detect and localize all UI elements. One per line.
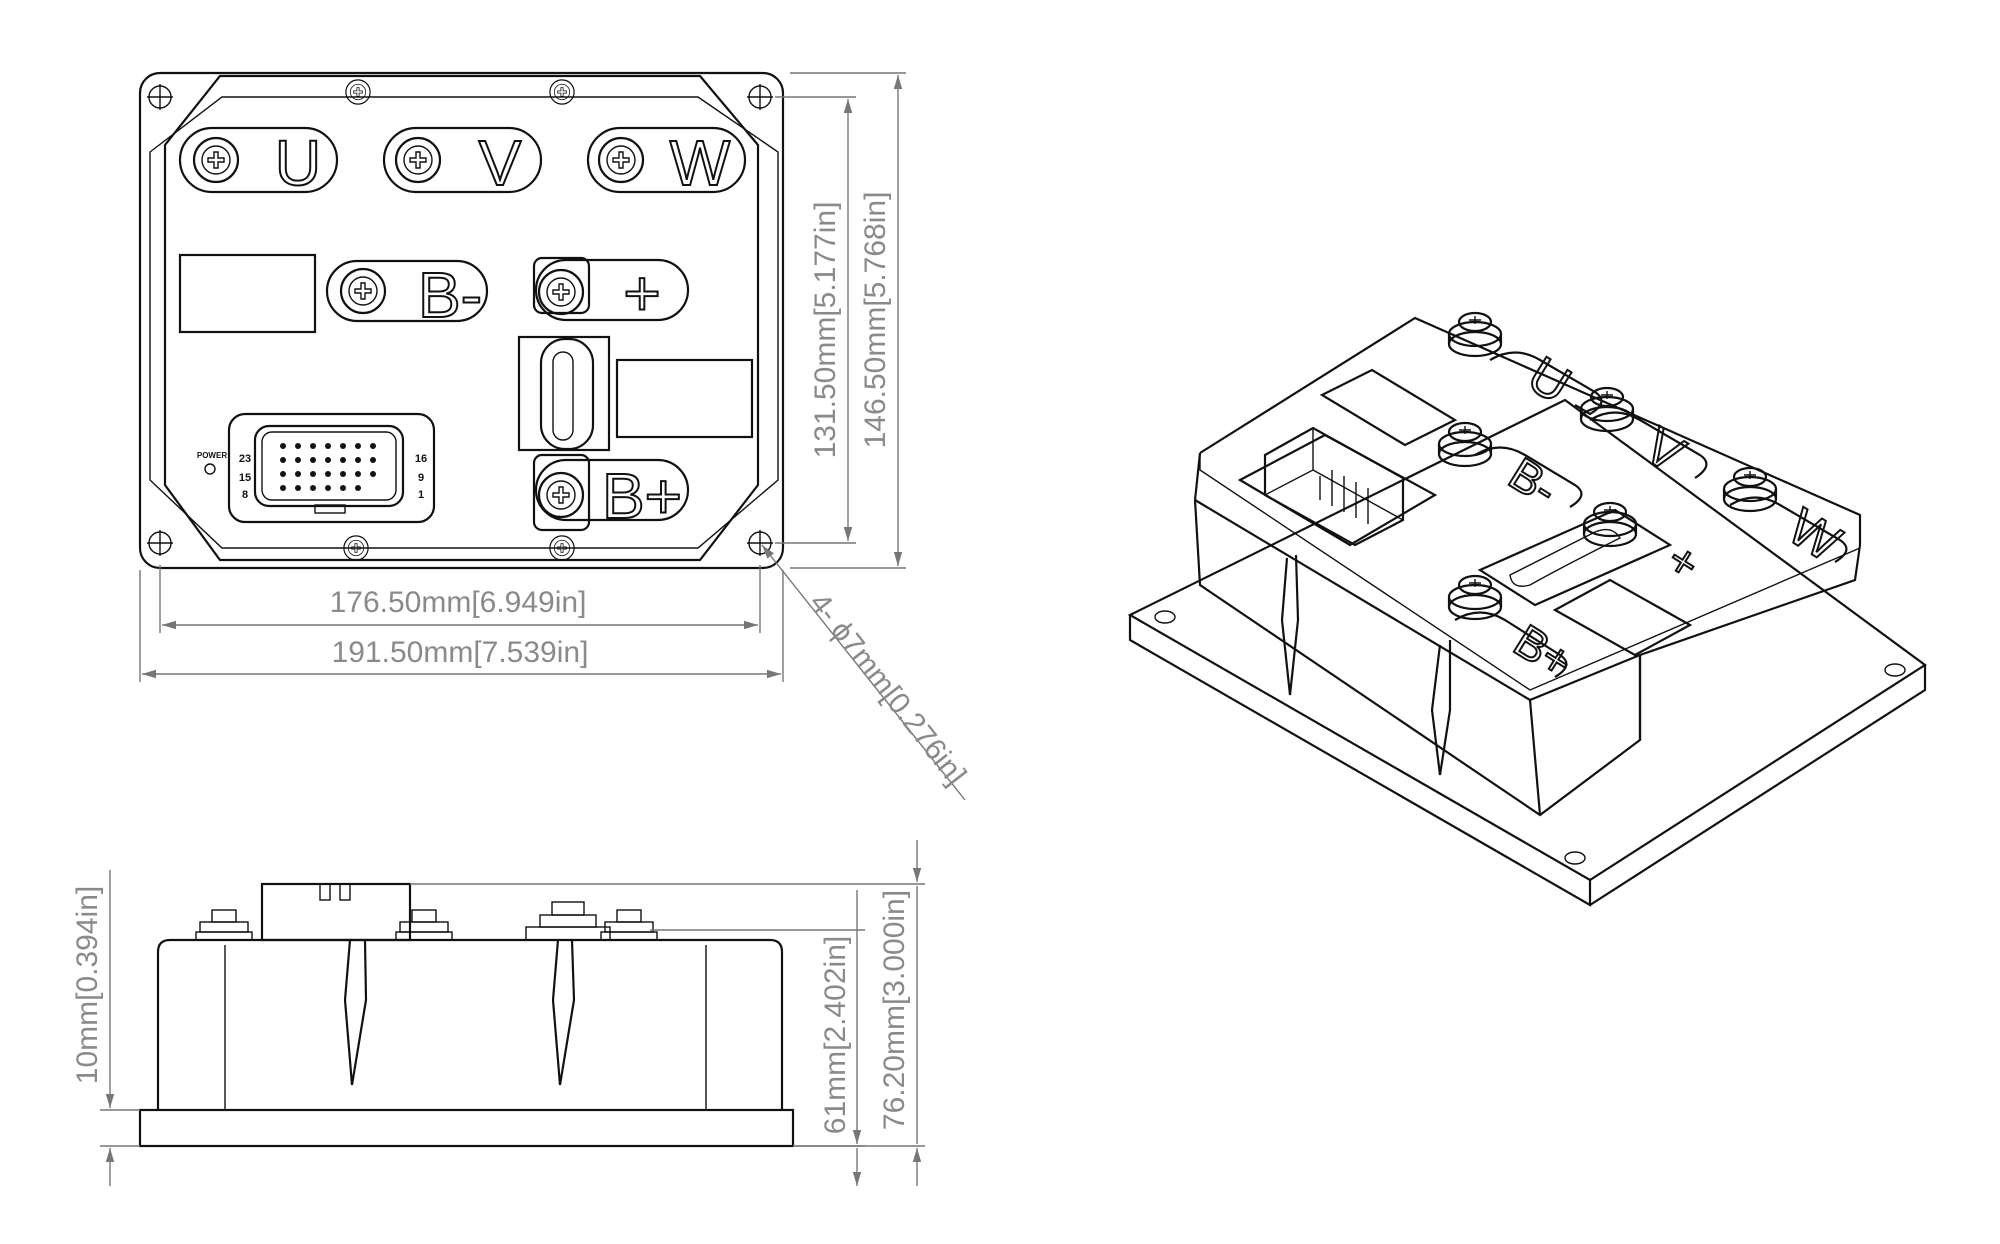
dim-outer-height: 146.50mm[5.768in] <box>859 192 892 449</box>
pin-label: 16 <box>415 453 427 465</box>
side-bolt-icon <box>195 909 253 941</box>
dim-body-height: 61mm[2.402in] <box>819 936 852 1134</box>
terminal-label-plus: + <box>623 257 660 329</box>
iso-signal-connector <box>1237 426 1438 547</box>
pin-label: 9 <box>418 472 424 484</box>
dim-total-height: 76.20mm[3.000in] <box>878 890 911 1130</box>
label-plate-right <box>615 358 754 439</box>
iso-terminal-u: U <box>1447 311 1603 416</box>
dim-inner-height: 131.50mm[5.177in] <box>809 202 842 459</box>
mount-hole-icon <box>746 529 774 557</box>
pin-label: 15 <box>239 472 251 484</box>
terminal-bolt-icon <box>1447 311 1503 358</box>
pin-label: 23 <box>239 453 251 465</box>
side-view <box>138 882 795 1148</box>
lid-screw-icon <box>549 79 575 105</box>
terminal-label-v: V <box>479 127 522 199</box>
side-view-flange <box>138 1108 795 1148</box>
dim-inner-width: 176.50mm[6.949in] <box>330 586 587 619</box>
svg-text:B-: B- <box>1500 447 1567 515</box>
terminal-screw-icon <box>192 136 240 184</box>
terminal-screw-icon <box>537 471 585 519</box>
mount-hole-icon <box>146 83 174 111</box>
side-view-dimensions: 10mm[0.394in] 61mm[2.402in] 76.20mm[3.00… <box>71 840 925 1186</box>
iso-cable-gland <box>1430 640 1452 776</box>
mount-hole-icon <box>746 83 774 111</box>
lid-screw-icon <box>345 79 371 105</box>
iso-label-plate <box>1319 368 1458 447</box>
label-plate-left <box>178 253 317 334</box>
power-led-label: POWER <box>197 451 227 460</box>
mount-hole-icon <box>146 529 174 557</box>
side-bolt-icon <box>600 909 658 941</box>
iso-body-top <box>1193 316 1862 545</box>
terminal-screw-icon <box>394 136 442 184</box>
iso-cable-gland <box>1280 554 1300 696</box>
dim-outer-width: 191.50mm[7.539in] <box>332 636 589 669</box>
terminal-bolt-icon <box>1582 501 1638 548</box>
svg-text:+: + <box>1658 532 1708 590</box>
dim-mount-hole: 4- ϕ7mm[0.276in] <box>803 587 973 791</box>
terminal-screw-icon <box>339 267 387 315</box>
top-view-outline <box>138 71 785 570</box>
pin-label: 1 <box>418 489 424 501</box>
svg-text:V: V <box>1634 417 1694 485</box>
isometric-view: U V W B- + B+ <box>1127 311 1927 907</box>
terminal-screw-icon <box>537 268 585 316</box>
svg-text:B+: B+ <box>1505 614 1581 689</box>
top-view: U V W B- + B+ <box>138 71 785 570</box>
iso-terminal-b-minus: B- <box>1437 421 1583 517</box>
side-connector <box>260 882 412 942</box>
signal-connector: 23 15 8 16 9 1 <box>227 412 436 524</box>
terminal-label-u: U <box>275 127 321 199</box>
terminal-screw-icon <box>597 136 645 184</box>
terminal-label-b-minus: B- <box>418 259 482 331</box>
dim-flange-thickness: 10mm[0.394in] <box>71 886 104 1084</box>
iso-label-plate <box>1552 578 1693 657</box>
iso-terminal-v: V <box>1579 386 1708 486</box>
terminal-label-w: W <box>670 127 731 199</box>
side-bolt-icon <box>525 901 611 941</box>
terminal-label-b-plus: B+ <box>602 460 682 532</box>
side-bolt-icon <box>395 909 453 941</box>
power-led-icon <box>204 463 216 475</box>
pin-label: 8 <box>242 489 248 501</box>
